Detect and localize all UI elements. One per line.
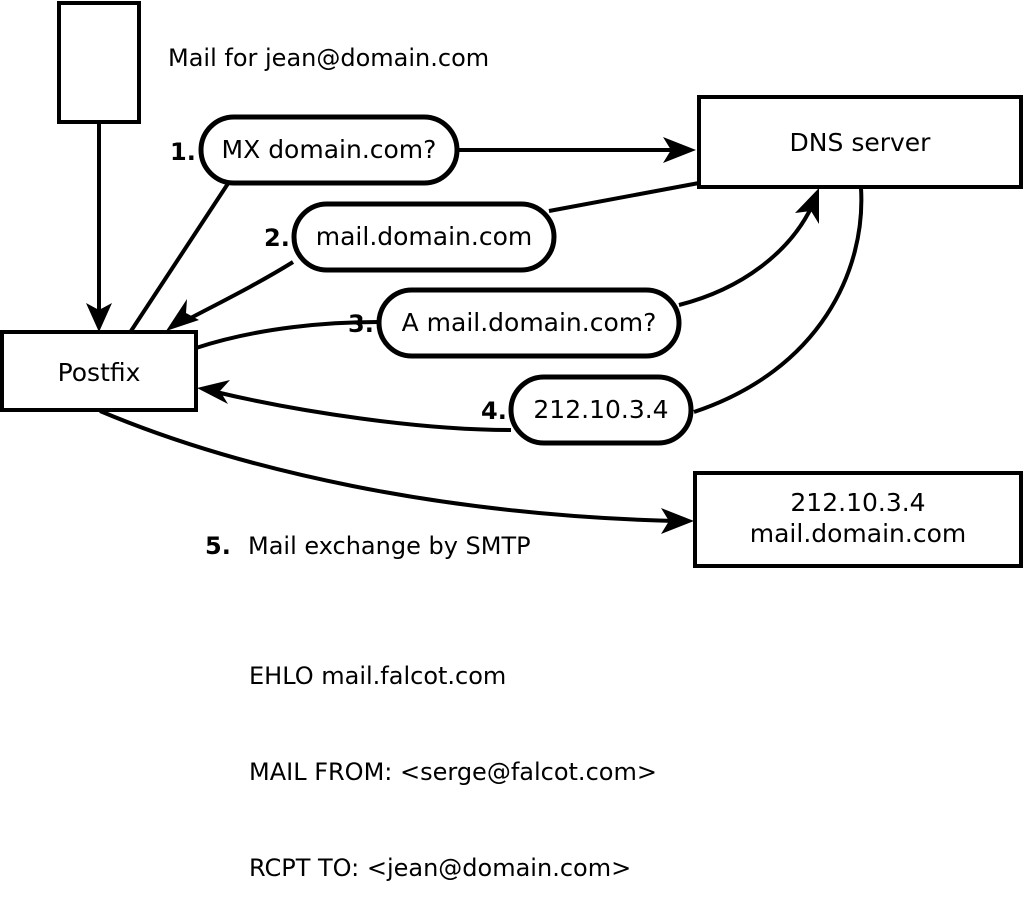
arrowhead-step2-to-postfix bbox=[166, 299, 199, 331]
step-label-2: mail.domain.com bbox=[315, 222, 533, 251]
arrowhead-postfix-to-mailserver bbox=[661, 508, 694, 534]
mail-server-label-line2: mail.domain.com bbox=[749, 519, 967, 548]
sender-box bbox=[57, 1, 141, 124]
edge-dns-to-step4 bbox=[693, 187, 864, 414]
step-number-2: 2. bbox=[264, 224, 290, 252]
edge-dns-to-step2 bbox=[548, 181, 700, 213]
step-number-5: 5. bbox=[205, 532, 231, 560]
edge-step4-to-postfix bbox=[215, 390, 512, 432]
transcript-line: MAIL FROM: <serge@falcot.com> bbox=[249, 758, 657, 786]
arrowhead-step4-to-postfix bbox=[197, 380, 230, 404]
mail-server-label-line1: 212.10.3.4 bbox=[790, 488, 926, 517]
edge-postfix-to-step3 bbox=[195, 320, 379, 350]
mail-server-box bbox=[693, 471, 1023, 568]
arrowhead-step3-to-dns bbox=[795, 188, 819, 224]
smtp-transcript: EHLO mail.falcot.com MAIL FROM: <serge@f… bbox=[249, 596, 657, 919]
step-label-1: MX domain.com? bbox=[221, 135, 437, 164]
step-bubble-4 bbox=[508, 374, 694, 446]
step-label-4: 212.10.3.4 bbox=[533, 395, 669, 424]
dns-server-box bbox=[697, 95, 1023, 189]
arrowhead-sender-to-postfix bbox=[86, 303, 112, 332]
diagram-title: Mail for jean@domain.com bbox=[168, 44, 490, 72]
edge-step2-to-postfix bbox=[182, 260, 295, 324]
dns-server-label: DNS server bbox=[789, 128, 931, 157]
step-bubble-2 bbox=[291, 201, 557, 273]
smtp-exchange-title: Mail exchange by SMTP bbox=[248, 532, 531, 560]
step-bubble-3 bbox=[376, 287, 682, 359]
step-label-3: A mail.domain.com? bbox=[401, 308, 657, 337]
transcript-line: RCPT TO: <jean@domain.com> bbox=[249, 854, 632, 882]
arrowhead-step1-to-dns bbox=[663, 137, 696, 163]
edge-step3-to-dns bbox=[678, 205, 814, 307]
step-bubble-1 bbox=[198, 114, 460, 186]
edge-postfix-to-step1 bbox=[129, 180, 231, 333]
edge-postfix-to-mailserver bbox=[99, 409, 676, 523]
step-number-1: 1. bbox=[170, 138, 196, 166]
step-number-3: 3. bbox=[348, 310, 374, 338]
postfix-box bbox=[0, 330, 198, 412]
transcript-line: EHLO mail.falcot.com bbox=[249, 662, 507, 690]
postfix-label: Postfix bbox=[57, 358, 141, 387]
step-number-4: 4. bbox=[481, 397, 507, 425]
